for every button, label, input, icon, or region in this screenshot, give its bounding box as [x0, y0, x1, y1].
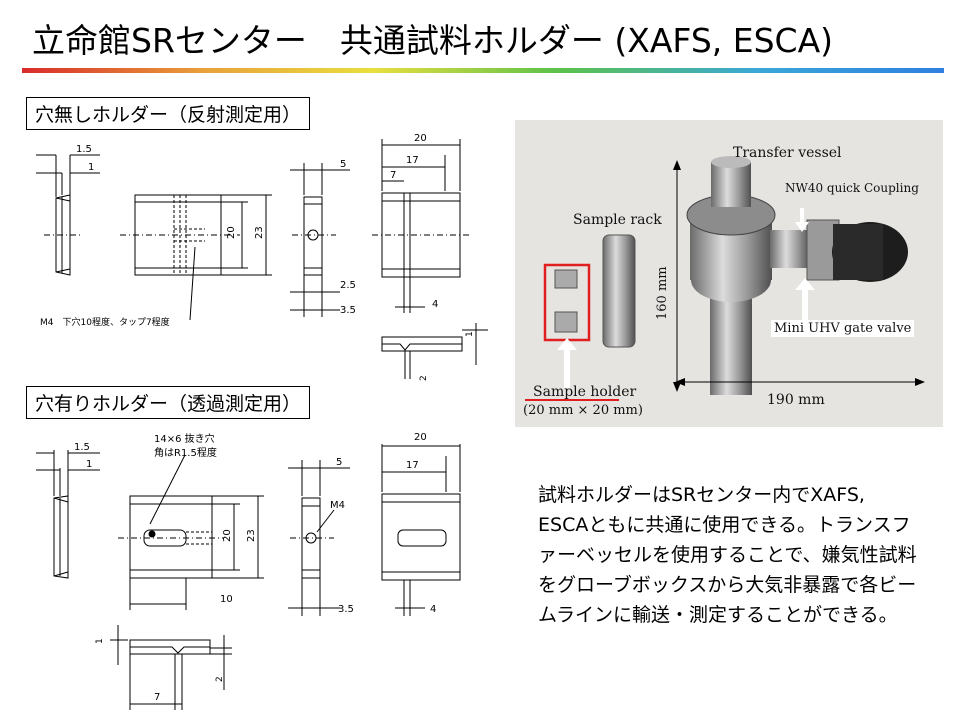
- label-width: 190 mm: [767, 392, 825, 408]
- label-sample-holder: Sample holder: [533, 384, 637, 400]
- h1-dim-1-5: 1.5: [76, 144, 92, 155]
- h1-dim-23: 23: [254, 226, 265, 239]
- h2-dim-17: 17: [406, 460, 419, 471]
- h1-dim-20: 20: [226, 226, 237, 239]
- h2-dim-20: 20: [222, 529, 233, 542]
- h1-dim-3-5: 3.5: [340, 305, 356, 316]
- holder2-label: 穴有りホルダー（透過測定用）: [26, 386, 311, 419]
- h2-dim-1-5: 1.5: [74, 442, 90, 453]
- description-text: 試料ホルダーはSRセンター内でXAFS, ESCAともに共通に使用できる。トラン…: [538, 484, 917, 626]
- h2-note-line2: 角はR1.5程度: [154, 446, 217, 459]
- h2-hole-mark: [148, 530, 156, 538]
- holder2-drawing: 1.5 1 14×6 抜き穴 角はR1.5程度 20 23 10 5 M4 3.…: [36, 432, 461, 710]
- h2-dim-10: 10: [220, 594, 233, 605]
- h1-dim-5: 5: [340, 159, 346, 170]
- label-holder-size: (20 mm × 20 mm): [523, 403, 643, 418]
- h2-dim-3-5: 3.5: [338, 604, 354, 615]
- h2-dim-1: 1: [86, 459, 92, 470]
- h1-dim-2-small: 2: [419, 375, 429, 381]
- label-height: 160 mm: [655, 266, 670, 320]
- h2-dim-23: 23: [246, 529, 257, 542]
- title-gradient-rule: [22, 68, 944, 73]
- h1-dim-2-5: 2.5: [340, 280, 356, 291]
- transfer-vessel-photo: Transfer vessel NW40 quick Coupling Samp…: [515, 120, 943, 427]
- h2-dim-5: 5: [336, 457, 342, 468]
- h1-dim-1-small: 1: [465, 331, 475, 337]
- label-transfer-vessel: Transfer vessel: [733, 145, 842, 161]
- h2-dim-7: 7: [154, 692, 160, 703]
- label-gate-valve: Mini UHV gate valve: [771, 320, 915, 337]
- h2-dim-20-top: 20: [414, 432, 427, 443]
- photo-illustration: [525, 156, 925, 401]
- h1-tap-note: M4 下穴10程度、タップ7程度: [40, 316, 170, 328]
- holder1-drawing: 1.5 1 20 23 5 2.5 3.5 20 17 7 4 1 2 M4 下…: [36, 133, 488, 381]
- h2-dim-2-small: 2: [215, 676, 225, 682]
- h2-note-line1: 14×6 抜き穴: [154, 432, 215, 445]
- h2-dim-4: 4: [430, 604, 436, 615]
- h1-dim-7: 7: [390, 170, 396, 181]
- h1-dim-1: 1: [88, 162, 94, 173]
- label-nw40: NW40 quick Coupling: [785, 181, 919, 195]
- h1-dim-4: 4: [432, 299, 438, 310]
- h1-dim-20-top: 20: [414, 133, 427, 144]
- h1-dim-17: 17: [406, 155, 419, 166]
- label-sample-rack: Sample rack: [573, 212, 662, 228]
- h2-dim-m4: M4: [330, 500, 345, 511]
- holder1-label: 穴無しホルダー（反射測定用）: [26, 97, 311, 130]
- h2-dim-1-small: 1: [95, 638, 105, 644]
- page-title: 立命館SRセンター 共通試料ホルダー (XAFS, ESCA): [32, 21, 834, 60]
